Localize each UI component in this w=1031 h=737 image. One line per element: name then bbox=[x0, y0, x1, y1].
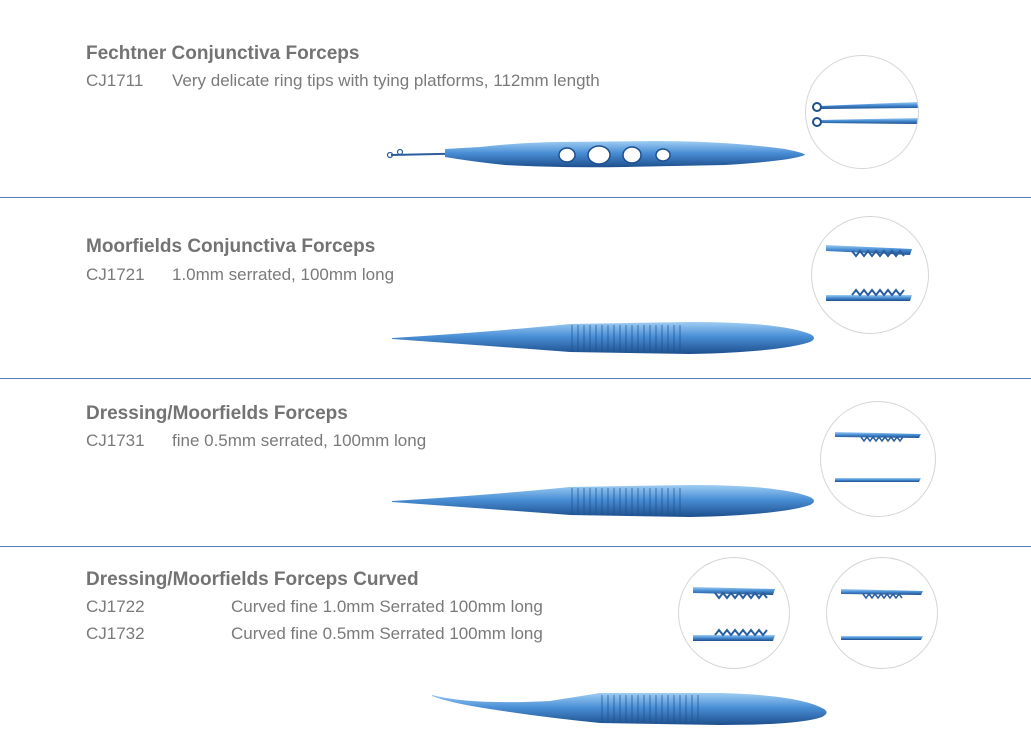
product-title: Dressing/Moorfields Forceps Curved bbox=[86, 569, 419, 590]
product-description: 1.0mm serrated, 100mm long bbox=[172, 265, 395, 284]
product-description: Very delicate ring tips with tying platf… bbox=[172, 71, 600, 90]
product-dressing-moorfields: Dressing/Moorfields Forceps CJ1731 fine 0… bbox=[0, 379, 1031, 546]
tip-detail-circle bbox=[826, 557, 938, 669]
curved-forceps-image bbox=[432, 693, 827, 725]
product-code: CJ1722 bbox=[86, 597, 145, 616]
product-dressing-moorfields-curved: Dressing/Moorfields Forceps Curved CJ172… bbox=[0, 547, 1031, 737]
product-description: Curved fine 0.5mm Serrated 100mm long bbox=[231, 624, 543, 643]
product-code: CJ1721 bbox=[86, 265, 145, 284]
ring-tip-detail-image bbox=[812, 102, 918, 127]
product-row: CJ1711 Very delicate ring tips with tying… bbox=[86, 71, 600, 91]
product-row: CJ1722 Curved fine 1.0mm Serrated 100mm l… bbox=[86, 597, 543, 617]
fechtner-forceps-image bbox=[386, 141, 805, 168]
product-moorfields: Moorfields Conjunctiva Forceps CJ1721 1.0… bbox=[0, 198, 1031, 378]
section-divider bbox=[0, 546, 1031, 547]
product-title: Fechtner Conjunctiva Forceps bbox=[86, 43, 360, 64]
fine-serrated-tip-detail-image bbox=[835, 432, 921, 482]
product-code: CJ1731 bbox=[86, 431, 145, 450]
product-title: Dressing/Moorfields Forceps bbox=[86, 403, 348, 424]
curved-fine-tip-detail-image bbox=[841, 589, 923, 640]
dressing-forceps-image bbox=[392, 485, 814, 517]
product-code: CJ1711 bbox=[86, 71, 144, 90]
product-description: fine 0.5mm serrated, 100mm long bbox=[172, 431, 427, 450]
tip-detail-circle bbox=[678, 557, 790, 669]
product-fechtner: Fechtner Conjunctiva Forceps CJ1711 Very … bbox=[0, 0, 1031, 197]
product-row: CJ1732 Curved fine 0.5mm Serrated 100mm l… bbox=[86, 624, 543, 644]
section-divider bbox=[0, 197, 1031, 198]
section-divider bbox=[0, 378, 1031, 379]
tip-detail-circle bbox=[820, 401, 936, 517]
product-title: Moorfields Conjunctiva Forceps bbox=[86, 236, 376, 257]
moorfields-forceps-image bbox=[392, 322, 814, 354]
product-row: CJ1721 1.0mm serrated, 100mm long bbox=[86, 265, 394, 285]
product-description: Curved fine 1.0mm Serrated 100mm long bbox=[231, 597, 543, 616]
product-code: CJ1732 bbox=[86, 624, 145, 643]
serrated-tip-detail-image bbox=[826, 245, 912, 301]
curved-serrated-tip-detail-image bbox=[693, 587, 775, 641]
product-row: CJ1731 fine 0.5mm serrated, 100mm long bbox=[86, 431, 426, 451]
tip-detail-circle bbox=[811, 216, 929, 334]
tip-detail-circle bbox=[805, 55, 919, 169]
